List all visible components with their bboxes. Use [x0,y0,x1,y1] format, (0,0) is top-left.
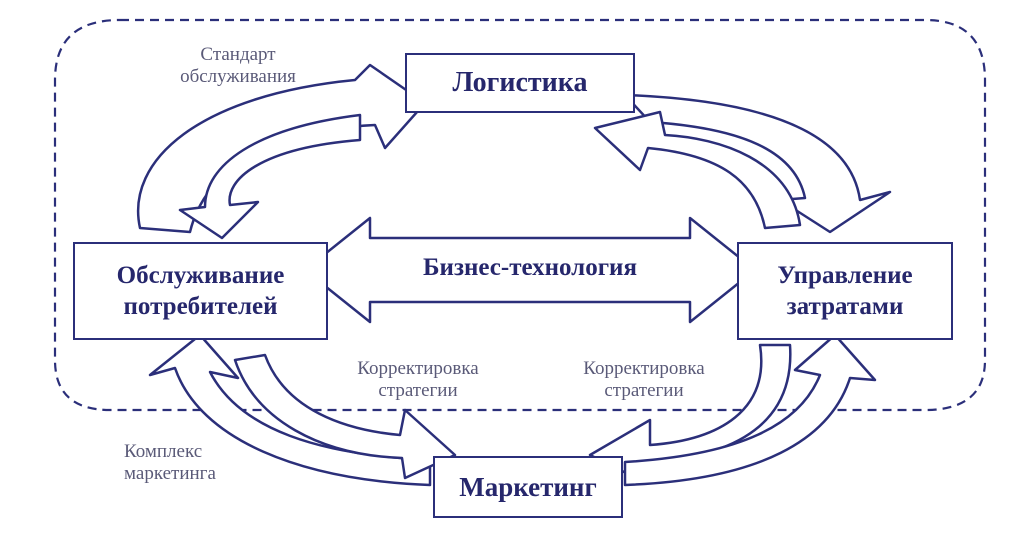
arrow-logistics-to-customer [178,113,362,240]
note-service-standard: Стандарт обслуживания [180,44,296,87]
note-strategy-correction-left: Корректировка стратегии [357,358,479,401]
box-customer-service: Обслуживание потребителей [73,242,328,340]
box-cost-management-label: Управление затратами [777,262,913,320]
note-strategy-correction-right: Корректировка стратегии [583,358,705,401]
dashed-boundary [53,18,987,412]
arrow-cost-to-logistics [593,110,802,230]
box-cost-management: Управление затратами [737,242,953,340]
arrow-customer-to-marketing [233,353,457,480]
box-customer-service-label: Обслуживание потребителей [116,262,285,320]
note-marketing-mix: Комплекс маркетинга [124,441,216,484]
box-logistics-label: Логистика [452,67,588,98]
box-marketing: Маркетинг [433,456,623,518]
box-marketing-label: Маркетинг [459,471,597,502]
box-logistics: Логистика [405,53,635,113]
business-technology-label: Бизнес-технология [423,254,637,281]
arrow-logistics-to-cost [623,93,892,234]
